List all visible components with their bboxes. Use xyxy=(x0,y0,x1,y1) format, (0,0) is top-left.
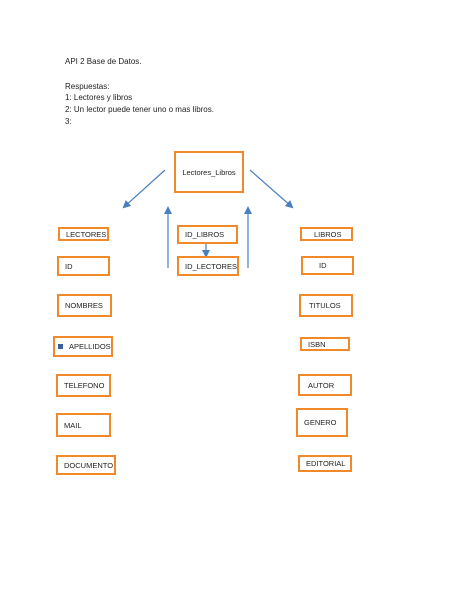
lectores-field-apellidos-label: APELLIDOS xyxy=(69,342,111,351)
lectores-field-documento: DOCUMENTO xyxy=(56,455,116,475)
libros-field-isbn: ISBN xyxy=(300,337,350,351)
lectores-title: LECTORES xyxy=(58,227,109,241)
libros-field-titulos: TITULOS xyxy=(299,294,353,317)
lectores-field-id: ID xyxy=(57,256,110,276)
lectores-field-apellidos: APELLIDOS xyxy=(53,336,113,357)
libros-field-editorial: EDITORIAL xyxy=(298,455,352,472)
arrow-to-libros xyxy=(249,169,294,209)
lectores-field-telefono: TELEFONO xyxy=(56,374,111,397)
answers-label: Respuestas: xyxy=(65,82,110,91)
answer-1: 1: Lectores y libros xyxy=(65,93,133,102)
libros-title: LIBROS xyxy=(300,227,353,241)
lectores-field-mail: MAIL xyxy=(56,413,111,437)
junction-table-box: Lectores_Libros xyxy=(174,151,244,193)
document-title: API 2 Base de Datos. xyxy=(65,57,142,66)
answer-3: 3: xyxy=(65,117,72,126)
bullet-icon xyxy=(58,344,63,349)
libros-field-autor: AUTOR xyxy=(298,374,352,396)
libros-field-genero: GENERO xyxy=(296,408,348,437)
lectores-field-nombres: NOMBRES xyxy=(57,294,112,317)
arrow-to-lectores xyxy=(122,169,166,209)
libros-field-id: ID xyxy=(301,256,354,275)
junction-field-id-lectores: ID_LECTORES xyxy=(177,256,239,276)
answer-2: 2: Un lector puede tener uno o mas libro… xyxy=(65,105,214,114)
junction-field-id-libros: ID_LIBROS xyxy=(177,225,238,244)
